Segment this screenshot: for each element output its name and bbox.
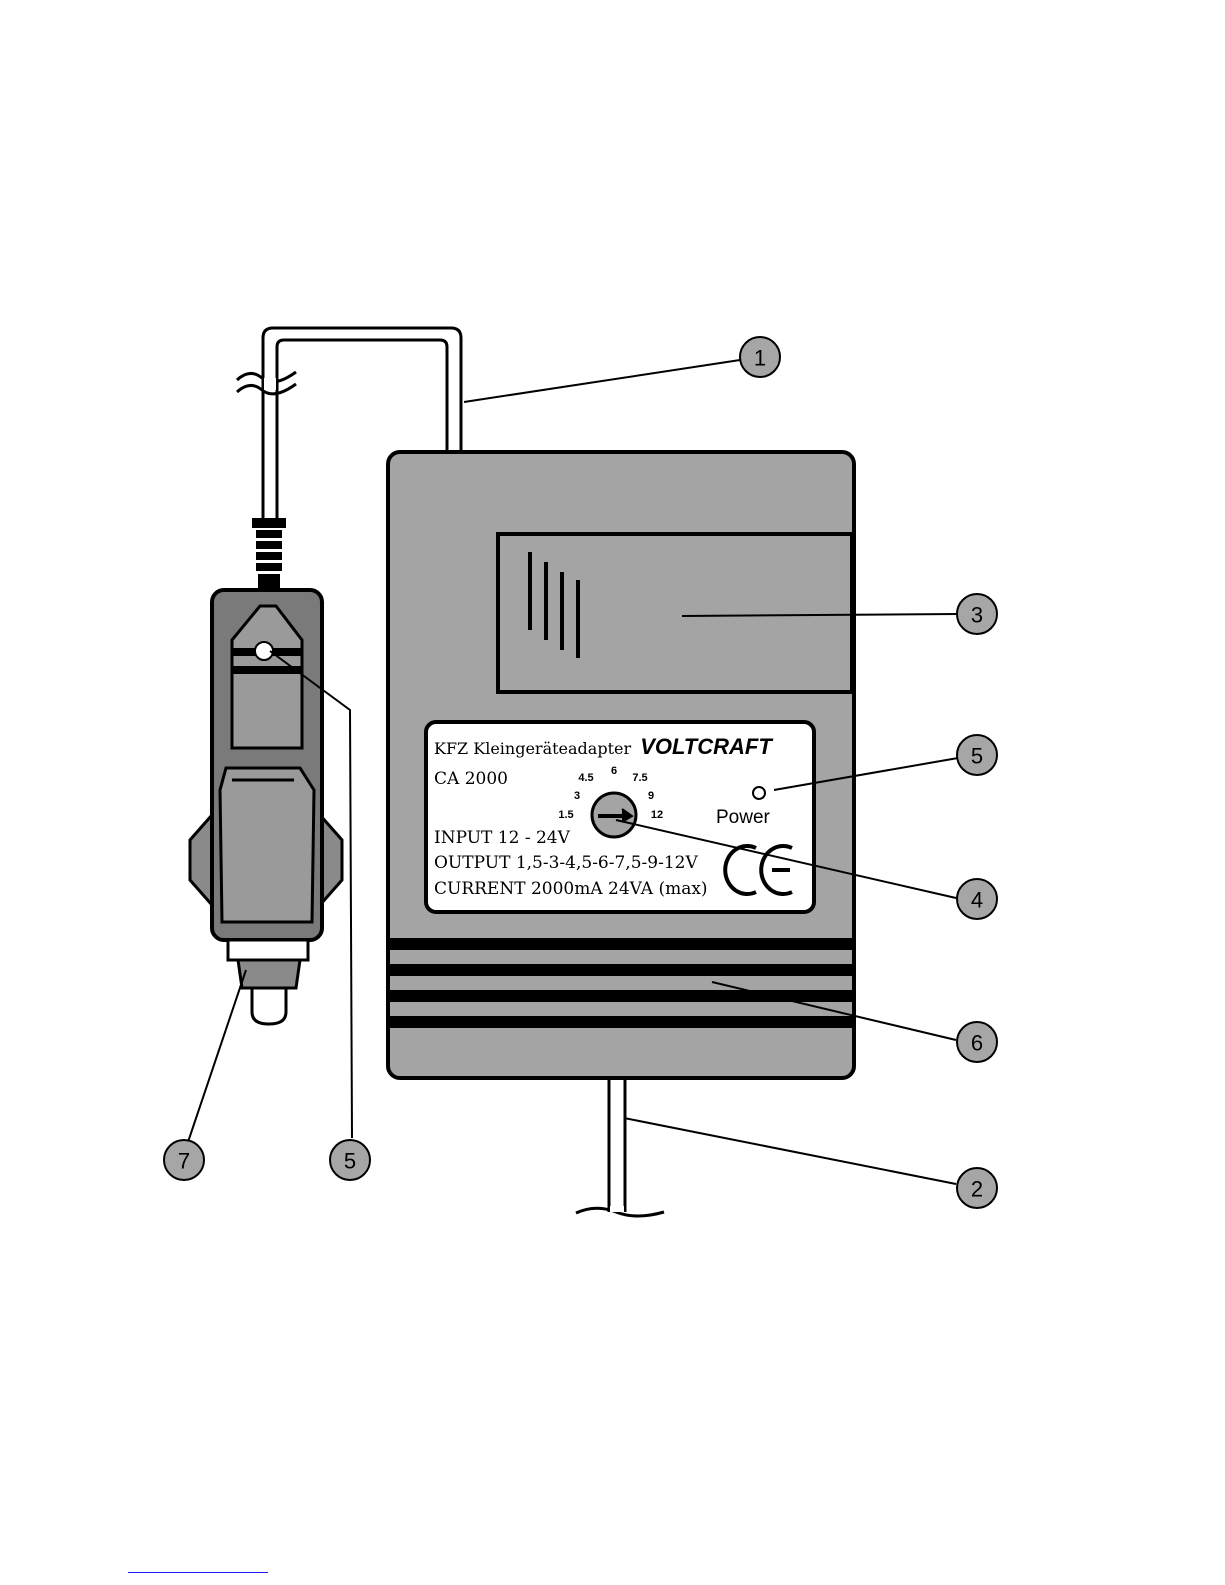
dial-label-6: 12 xyxy=(651,809,663,821)
dial-label-0: 1.5 xyxy=(558,809,573,821)
dial-label-4: 7.5 xyxy=(632,772,647,784)
label-current: CURRENT 2000mA 24VA (max) xyxy=(434,879,708,899)
dial-label-5: 9 xyxy=(648,790,654,802)
battery-compartment xyxy=(498,534,852,692)
cable-2 xyxy=(576,1078,664,1216)
svg-text:4: 4 xyxy=(971,888,983,913)
callout-1: 1 xyxy=(740,337,780,377)
callout-4: 4 xyxy=(957,879,997,919)
callout-5-housing: 5 xyxy=(957,735,997,775)
car-plug xyxy=(190,518,342,1024)
callout-3: 3 xyxy=(957,594,997,634)
svg-text:7: 7 xyxy=(178,1149,190,1174)
dial-label-3: 6 xyxy=(611,765,617,777)
svg-text:1: 1 xyxy=(754,346,766,371)
label-output: OUTPUT 1,5-3-4,5-6-7,5-9-12V xyxy=(434,853,698,873)
callout-6: 6 xyxy=(957,1022,997,1062)
callout-2: 2 xyxy=(957,1168,997,1208)
svg-text:5: 5 xyxy=(344,1149,356,1174)
power-label: Power xyxy=(716,807,771,828)
dial-label-1: 3 xyxy=(574,790,580,802)
svg-text:2: 2 xyxy=(971,1177,983,1202)
callout-7: 7 xyxy=(164,1140,204,1180)
footnote-rule xyxy=(128,1572,268,1573)
svg-text:6: 6 xyxy=(971,1031,983,1056)
label-model: CA 2000 xyxy=(434,769,508,789)
svg-text:5: 5 xyxy=(971,744,983,769)
dial-label-2: 4.5 xyxy=(578,772,593,784)
label-plate: KFZ Kleingeräteadapter VOLTCRAFT CA 2000… xyxy=(426,722,814,912)
label-input: INPUT 12 - 24V xyxy=(434,828,571,848)
callout-5-plug: 5 xyxy=(330,1140,370,1180)
power-led xyxy=(753,787,765,799)
svg-text:3: 3 xyxy=(971,603,983,628)
